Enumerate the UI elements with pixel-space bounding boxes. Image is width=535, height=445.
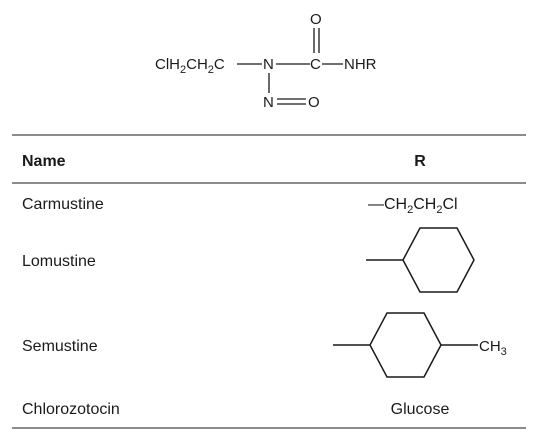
row-name-lomustine: Lomustine: [22, 253, 96, 270]
chloroethyl-group-label: ClH2CH2C: [155, 56, 225, 76]
row-r-semustine-methylcyclohexyl: CH3: [333, 312, 507, 378]
row-name-semustine: Semustine: [22, 338, 98, 355]
general-structure: ClH2CH2C N C NHR O N O: [155, 11, 377, 111]
methyl-label: CH3: [479, 338, 507, 358]
cyclohexane-ring: [402, 227, 475, 293]
row-r-lomustine-cyclohexyl: [366, 227, 475, 293]
nitroso-oxygen-label: O: [308, 94, 320, 111]
nhr-group-label: NHR: [344, 56, 377, 73]
methylcyclohexane-ring: [369, 312, 442, 378]
carbonyl-oxygen-label: O: [310, 11, 322, 28]
row-r-carmustine: —CH2CH2Cl: [368, 196, 458, 216]
nitrogen-label: N: [263, 56, 274, 73]
header-name: Name: [22, 153, 66, 170]
row-r-chlorozotocin: Glucose: [391, 401, 450, 418]
carbon-label: C: [310, 56, 321, 73]
nitroso-nitrogen-label: N: [263, 94, 274, 111]
header-r: R: [414, 153, 426, 170]
row-name-carmustine: Carmustine: [22, 196, 104, 213]
row-name-chlorozotocin: Chlorozotocin: [22, 401, 120, 418]
